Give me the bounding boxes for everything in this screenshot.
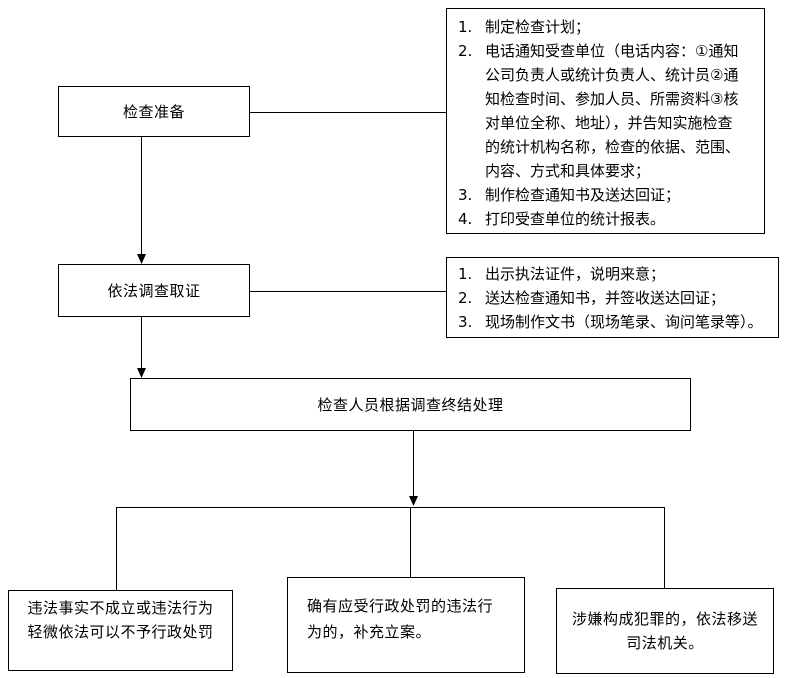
list-item-text: 制作检查通知书及送达回证；: [485, 183, 680, 207]
outcome-line: 涉嫌构成犯罪的，依法移送: [571, 610, 758, 628]
outcome-line: 轻微依法可以不予行政处罚: [27, 623, 214, 641]
list-number: 4.: [458, 210, 473, 228]
prepare-detail-item-4: 4. 打印受查单位的统计报表。: [458, 207, 764, 231]
list-item-line: 的统计机构名称，检查的依据、范围、: [485, 138, 741, 156]
step-prepare-box: 检查准备: [58, 86, 250, 137]
list-item-line: 知检查时间、参加人员、所需资料③核: [485, 90, 739, 108]
list-item-text: 现场制作文书（现场笔录、询问笔录等）。: [485, 310, 763, 334]
list-number: 2.: [458, 42, 473, 60]
investigate-detail-item-1: 1. 出示执法证件，说明来意；: [458, 262, 778, 286]
list-item-line: 送达检查通知书，并签收送达回证；: [485, 289, 726, 307]
prepare-detail-item-2: 2. 电话通知受查单位（电话内容：①通知 公司负责人或统计负责人、统计员②通 知…: [458, 39, 764, 183]
list-item-text: 打印受查单位的统计报表。: [485, 207, 665, 231]
list-number: 1.: [458, 265, 473, 283]
list-number: 1.: [458, 18, 473, 36]
outcome-line: 司法机关。: [626, 634, 704, 652]
outcome-line: 确有应受行政处罚的违法行: [307, 597, 494, 615]
list-item-text: 电话通知受查单位（电话内容：①通知 公司负责人或统计负责人、统计员②通 知检查时…: [485, 39, 740, 183]
outcome-file-case-box: 确有应受行政处罚的违法行 为的，补充立案。: [287, 577, 525, 673]
list-item-text: 出示执法证件，说明来意；: [485, 262, 665, 286]
list-item-line: 现场制作文书（现场笔录、询问笔录等）。: [485, 313, 763, 331]
step-investigate-box: 依法调查取证: [58, 264, 250, 317]
list-item-text: 送达检查通知书，并签收送达回证；: [485, 286, 725, 310]
list-number: 3.: [458, 313, 473, 331]
investigate-details-box: 1. 出示执法证件，说明来意； 2. 送达检查通知书，并签收送达回证； 3. 现…: [446, 257, 779, 338]
arrow-investigate-to-conclude-head: [137, 368, 146, 378]
outcome-line: 违法事实不成立或违法行为: [27, 599, 214, 617]
list-item-line: 制作检查通知书及送达回证；: [485, 186, 681, 204]
prepare-details-box: 1. 制定检查计划； 2. 电话通知受查单位（电话内容：①通知 公司负责人或统计…: [446, 8, 765, 234]
list-item-line: 电话通知受查单位（电话内容：①通知: [485, 42, 739, 60]
list-item-line: 打印受查单位的统计报表。: [485, 210, 666, 228]
step-investigate-label: 依法调查取证: [107, 282, 201, 300]
step-prepare-label: 检查准备: [122, 103, 185, 121]
outcome-line: 为的，补充立案。: [307, 623, 432, 641]
outcome-transfer-judicial-box: 涉嫌构成犯罪的，依法移送 司法机关。: [556, 588, 774, 674]
list-item-line: 制定检查计划；: [485, 18, 591, 36]
step-conclude-label: 检查人员根据调查终结处理: [317, 396, 504, 414]
list-item-line: 出示执法证件，说明来意；: [485, 265, 666, 283]
list-number: 3.: [458, 186, 473, 204]
list-item-line: 内容、方式和具体要求；: [485, 162, 651, 180]
outcome-no-penalty-box: 违法事实不成立或违法行为 轻微依法可以不予行政处罚: [8, 590, 233, 671]
prepare-detail-item-3: 3. 制作检查通知书及送达回证；: [458, 183, 764, 207]
investigate-detail-item-2: 2. 送达检查通知书，并签收送达回证；: [458, 286, 778, 310]
prepare-detail-item-1: 1. 制定检查计划；: [458, 15, 764, 39]
list-item-line: 对单位全称、地址），并告知实施检查: [485, 114, 733, 132]
list-item-line: 公司负责人或统计负责人、统计员②通: [485, 66, 739, 84]
arrow-prepare-to-investigate-head: [137, 254, 146, 264]
step-conclude-box: 检查人员根据调查终结处理: [130, 378, 691, 431]
arrow-conclude-to-branch-head: [409, 496, 418, 506]
investigate-detail-item-3: 3. 现场制作文书（现场笔录、询问笔录等）。: [458, 310, 778, 334]
list-number: 2.: [458, 289, 473, 307]
list-item-text: 制定检查计划；: [485, 15, 590, 39]
